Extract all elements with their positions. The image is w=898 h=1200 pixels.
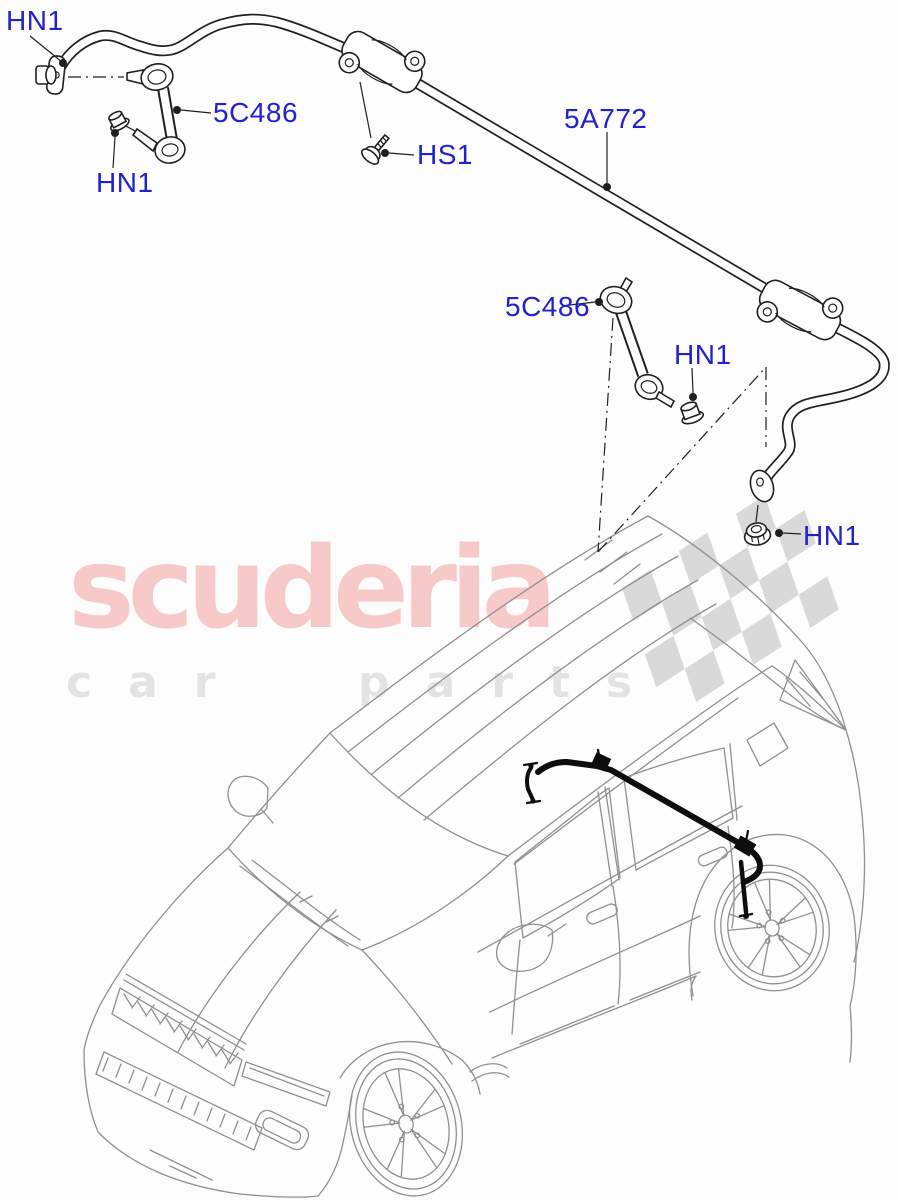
spoiler-top-edge: [647, 515, 847, 731]
fender-left-edge: [83, 847, 229, 1051]
beltline: [477, 805, 743, 953]
overlay-link-left: [525, 766, 535, 802]
side-crease: [489, 915, 701, 1013]
label-5c486-left: 5C486: [213, 97, 298, 128]
leader-lines: [29, 35, 802, 537]
rear-wheel: [714, 864, 830, 992]
b-pillar: [597, 786, 620, 887]
c-pillar: [729, 743, 738, 821]
wipers: [239, 859, 361, 947]
hood-lip: [123, 973, 247, 1051]
a-pillar-near: [361, 855, 509, 951]
front-fender-arch: [339, 1040, 481, 1095]
roof-rib-3: [397, 579, 699, 799]
projection-lines: [597, 317, 767, 553]
rocker-lines: [491, 971, 701, 1059]
cowl-line: [227, 847, 363, 951]
label-5a772: 5A772: [564, 103, 647, 134]
a-pillar-far: [227, 732, 331, 849]
roof-near-rail-inner: [513, 697, 739, 865]
front-door-window: [514, 787, 621, 939]
bumper-intake-hatch: [102, 1057, 252, 1141]
bar-end-eye-right: [749, 469, 775, 503]
roof-rib-4: [423, 603, 717, 821]
overlay-clamp-left: [590, 752, 612, 772]
bolt-drop-line: [359, 81, 372, 139]
watermark: scuderia car parts: [66, 495, 839, 708]
part-labels: HN1 5C486 HN1 HS1 5A772 5C486 HN1 HN1: [6, 5, 861, 551]
quarter-window: [746, 722, 789, 767]
door-handle-front: [586, 903, 618, 925]
spoiler-fin: [779, 659, 847, 731]
checkered-flag-graphic: [622, 495, 839, 703]
bar-tube-outline: [55, 13, 890, 487]
overlay-clamp-pins: [596, 748, 750, 843]
roof-far-edge: [329, 515, 649, 734]
watermark-tagline-car: car: [66, 657, 251, 708]
stabilizer-link-right: [599, 276, 704, 425]
bumper-outline: [83, 1049, 353, 1198]
overlay-bolt-head: [743, 913, 749, 919]
watermark-tagline-parts: parts: [358, 657, 668, 708]
front-wheel: [348, 1051, 464, 1197]
windshield-top-edge: [329, 732, 509, 857]
overlay-clamp-right: [733, 835, 757, 857]
far-mirror: [227, 775, 274, 824]
overlay-link-right: [738, 859, 749, 915]
grille-outline: [111, 987, 243, 1087]
fog-lamp: [254, 1109, 310, 1151]
roof-rib-1: [347, 533, 663, 753]
overlay-stud-top: [528, 763, 534, 769]
label-hs1: HS1: [417, 139, 473, 170]
hs1-bolt: [361, 133, 390, 165]
spoiler-under-edge: [689, 617, 847, 731]
rear-body-edge: [845, 729, 866, 963]
bracket-right: [756, 279, 844, 341]
bumper-skid-lines: [149, 1149, 213, 1181]
bar-tube-fill: [56, 15, 889, 486]
bumper-intake-outline: [95, 1051, 263, 1151]
label-hn1-bottom-right: HN1: [803, 520, 861, 551]
door-handle-rear: [697, 846, 728, 867]
overlay-stud-bottom: [530, 798, 536, 804]
roof-rib-2: [371, 555, 679, 775]
stabilizer-link-left: [107, 63, 186, 164]
label-hn1-middle: HN1: [674, 339, 732, 370]
bracket-left: [338, 30, 426, 94]
spoiler-near-join: [771, 665, 847, 731]
nut-drop-line: [755, 504, 759, 523]
side-mirror: [496, 923, 567, 972]
hn1-bolt-top-left: [35, 65, 57, 85]
hood-right-edge: [361, 949, 453, 1065]
watermark-brand-text: scuderia: [68, 524, 550, 654]
vehicle-illustration: [83, 515, 866, 1198]
rear-lower-body: [690, 975, 853, 1063]
fender-vent: [469, 1063, 510, 1082]
label-hn1-top-left: HN1: [6, 5, 64, 36]
hn1-nut-middle: [680, 401, 704, 425]
label-hn1-left: HN1: [96, 167, 154, 198]
headlight: [241, 1061, 331, 1107]
stabilizer-bar-location-overlay: [522, 748, 763, 919]
label-5c486-right: 5C486: [505, 291, 590, 322]
stabilizer-bar-exploded-view: [29, 13, 890, 553]
roof-near-rail: [507, 665, 773, 857]
hood-crease-2: [224, 909, 337, 1069]
hood-crease-1: [177, 891, 301, 1053]
door-gaps: [511, 825, 735, 1035]
rear-door-window: [623, 747, 734, 871]
hn1-nut-left: [107, 110, 130, 132]
hn1-nut-bottom-right: [743, 522, 772, 546]
roof-antenna-hatch: [584, 539, 641, 585]
grille-mesh: [123, 993, 239, 1065]
